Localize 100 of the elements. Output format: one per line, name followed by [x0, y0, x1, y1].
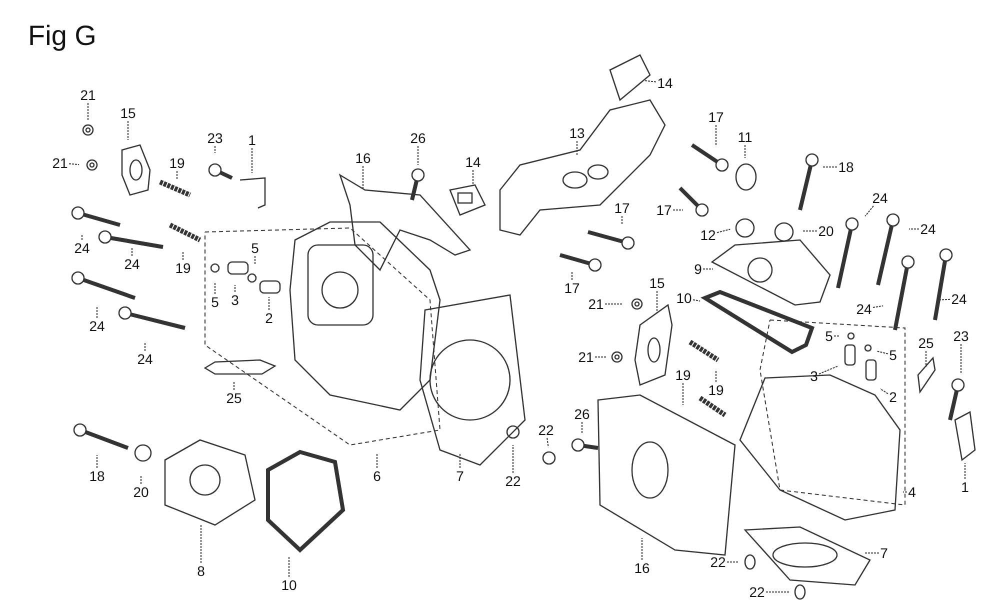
leader-line [964, 462, 966, 480]
leader-line [176, 170, 178, 180]
callout-number: 9 [694, 262, 702, 276]
callout-number: 1 [961, 480, 969, 494]
callout-number: 18 [89, 469, 105, 483]
leader-line [880, 388, 888, 394]
callout-number: 7 [880, 546, 888, 560]
callout-number: 7 [456, 469, 464, 483]
leader-line [512, 444, 514, 474]
leader-line [802, 230, 818, 232]
leader-line [472, 170, 474, 186]
callout-number: 11 [738, 130, 752, 144]
leader-line [864, 552, 880, 554]
leader-line [96, 454, 98, 468]
callout-number: 2 [265, 311, 273, 325]
leader-line [96, 306, 98, 318]
callout-number: 15 [120, 106, 136, 120]
callout-number: 22 [538, 423, 554, 437]
leader-line [214, 146, 216, 154]
callout-number: 5 [825, 329, 833, 343]
leader-line [288, 556, 290, 578]
leader-line [214, 282, 216, 294]
leader-line [144, 342, 146, 352]
callout-number: 24 [856, 302, 872, 316]
callout-number: 24 [137, 352, 153, 366]
callout-number: 6 [373, 469, 381, 483]
callout-number: 15 [649, 276, 665, 290]
callout-number: 20 [133, 485, 149, 499]
callout-number: 5 [251, 241, 259, 255]
leader-line [594, 356, 608, 358]
callout-number: 23 [207, 131, 223, 145]
callout-number: 17 [614, 201, 630, 215]
callout-number: 8 [197, 564, 205, 578]
leader-line [744, 144, 746, 158]
leader-line [716, 228, 731, 234]
callout-number: 14 [657, 76, 673, 90]
callout-number: 14 [465, 155, 481, 169]
callout-number: 16 [634, 561, 650, 575]
leader-line [376, 452, 378, 468]
leader-line [818, 365, 839, 374]
callout-number: 3 [231, 293, 239, 307]
callout-number: 19 [175, 261, 191, 275]
callout-number: 24 [872, 191, 888, 205]
callout-number: 24 [89, 319, 105, 333]
callout-number: 21 [52, 156, 68, 170]
callout-number: 12 [700, 228, 716, 242]
callout-number: 23 [953, 329, 969, 343]
callout-number: 5 [889, 348, 897, 362]
callout-number: 26 [410, 131, 426, 145]
callout-number: 22 [505, 474, 521, 488]
callout-number: 19 [675, 368, 691, 382]
leader-line [362, 166, 364, 190]
callout-number: 20 [818, 224, 834, 238]
leader-line [872, 305, 884, 308]
leader-line [908, 228, 920, 230]
callout-number: 13 [569, 126, 585, 140]
callout-number: 22 [710, 555, 726, 569]
leader-line [702, 268, 714, 270]
callout-number: 10 [676, 291, 692, 305]
callout-number: 22 [749, 585, 765, 599]
leader-line [140, 474, 142, 484]
callout-number: 24 [74, 241, 90, 255]
callout-number: 17 [564, 281, 580, 295]
callout-number: 2 [889, 390, 897, 404]
leader-line [68, 163, 80, 166]
callout-number: 5 [211, 295, 219, 309]
leader-line [692, 299, 701, 302]
callout-number: 10 [281, 578, 297, 592]
callout-number: 25 [918, 336, 934, 350]
callout-number: 24 [951, 292, 967, 306]
callout-number: 19 [708, 383, 724, 397]
callout-number: 17 [708, 110, 724, 124]
leader-line [644, 80, 656, 82]
leader-line [182, 250, 184, 260]
callout-number: 25 [226, 391, 242, 405]
callout-number: 24 [124, 257, 140, 271]
callout-number: 1 [248, 133, 256, 147]
leader-line [864, 206, 874, 217]
callout-number: 17 [656, 203, 672, 217]
callout-number: 24 [920, 222, 936, 236]
callout-number: 21 [588, 297, 604, 311]
leader-line [822, 166, 838, 168]
callout-number: 18 [838, 160, 854, 174]
leader-line [234, 284, 236, 292]
callout-number: 4 [908, 485, 916, 499]
leader-line [960, 344, 962, 374]
leader-line [876, 350, 888, 354]
leader-line [940, 298, 950, 300]
leader-line [254, 256, 256, 266]
leader-line [546, 438, 549, 448]
callout-number: 26 [574, 407, 590, 421]
leader-line [200, 524, 202, 564]
leader-line [268, 296, 270, 310]
leader-line [576, 140, 578, 156]
leader-line [656, 290, 658, 314]
figure-title: Fig G [28, 22, 96, 50]
callout-number: 19 [169, 156, 185, 170]
leader-line [682, 382, 684, 406]
callout-number: 21 [578, 350, 594, 364]
callout-number: 16 [355, 151, 371, 165]
